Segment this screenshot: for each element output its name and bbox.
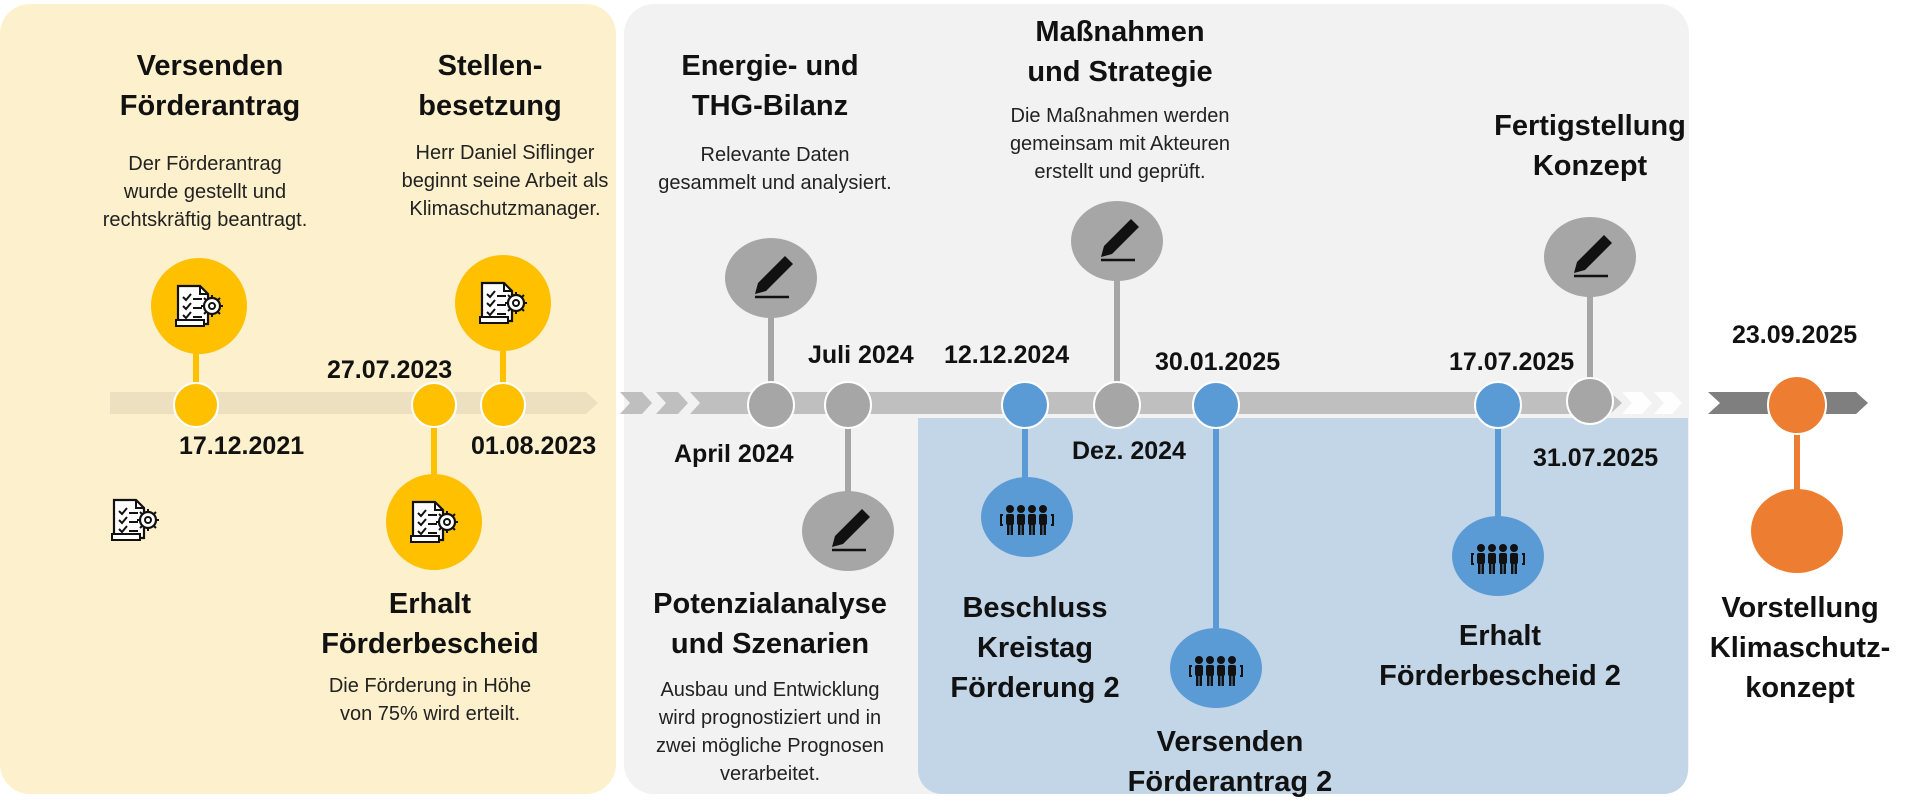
date-label: 27.07.2023 (327, 356, 453, 384)
date-label: 23.09.2025 (1732, 321, 1858, 349)
milestone-title-stellenbesetzung: Stellen-besetzung (418, 50, 562, 122)
date-label: Juli 2024 (808, 341, 914, 369)
track-chevron (1622, 392, 1652, 414)
date-label: Dez. 2024 (1072, 437, 1186, 465)
track-chevron (620, 392, 652, 414)
dot-juli-2024 (824, 381, 872, 429)
date-label: 17.07.2025 (1449, 348, 1575, 376)
date-label: 31.07.2025 (1533, 444, 1659, 472)
phase-3-panel (918, 418, 1688, 794)
dot-dez-2024 (1093, 381, 1141, 429)
document-gear-icon (110, 498, 161, 542)
dot-23-09-2025 (1767, 375, 1827, 435)
date-label: 12.12.2024 (944, 341, 1070, 369)
date-label: April 2024 (674, 440, 794, 468)
dot-17-12-2021 (173, 382, 219, 428)
dot-april-2024 (747, 381, 795, 429)
dot-01-08-2023 (480, 382, 526, 428)
dot-12-12-2024 (1001, 381, 1049, 429)
date-label: 17.12.2021 (179, 432, 305, 460)
track-phase-1 (110, 392, 598, 414)
dot-30-01-2025 (1192, 381, 1240, 429)
track-chevron (656, 392, 688, 414)
dot-31-07-2025 (1566, 377, 1614, 425)
date-label: 01.08.2023 (471, 432, 597, 460)
dot-27-07-2023 (411, 382, 457, 428)
date-label: 30.01.2025 (1155, 348, 1281, 376)
dot-17-07-2025 (1474, 381, 1522, 429)
track-chevron (1654, 392, 1682, 414)
track-phase-2 (690, 392, 1622, 414)
